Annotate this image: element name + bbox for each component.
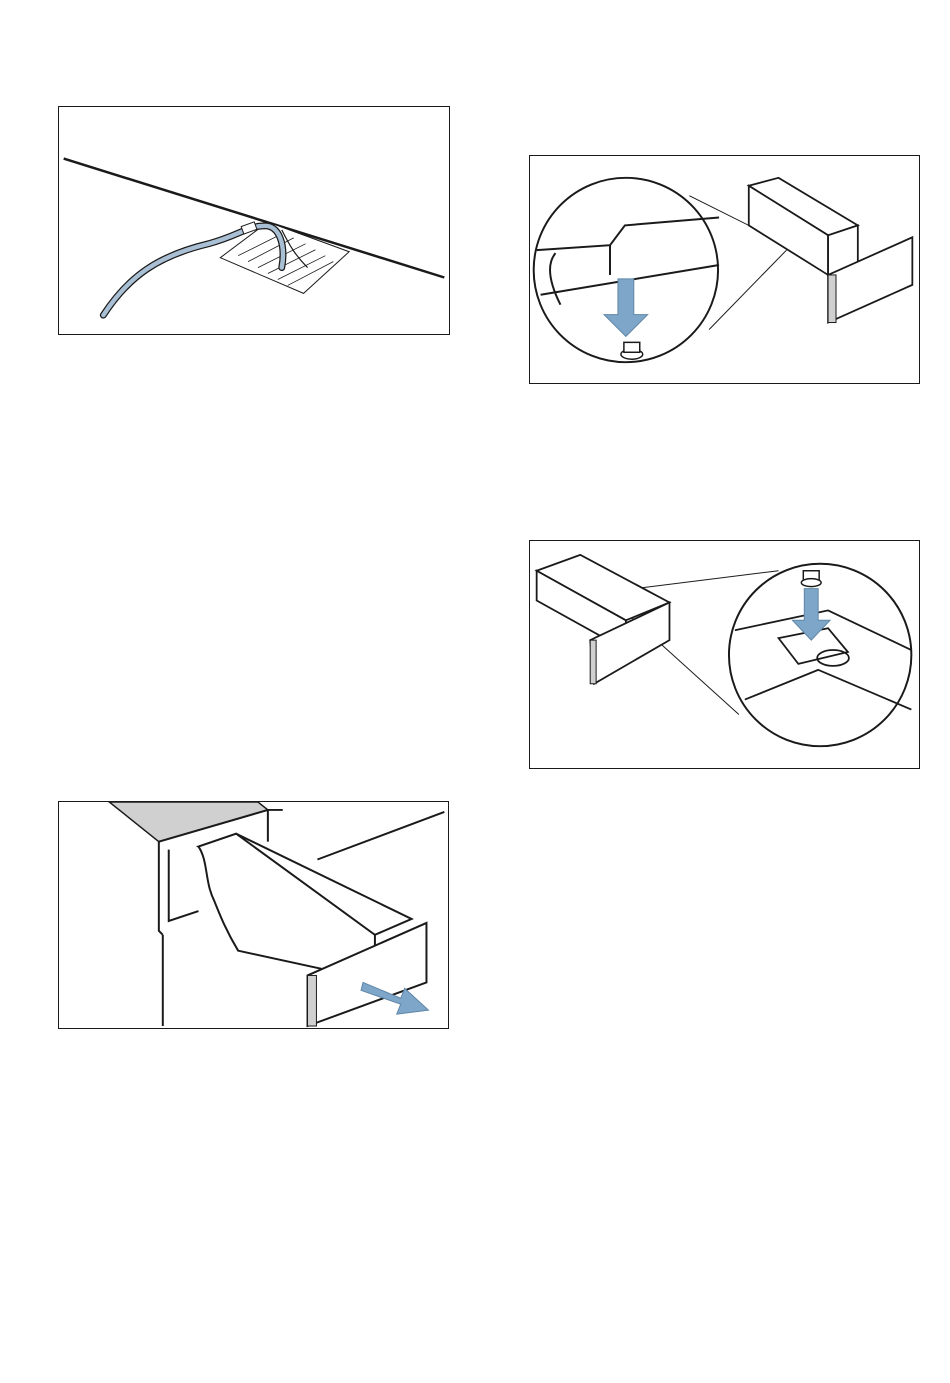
- figure-hose-on-grid: [58, 106, 450, 335]
- siphon-cap-detach-illustration: [530, 156, 919, 383]
- drawer-pull-out-illustration: [59, 802, 448, 1028]
- magnifier-circle: [729, 564, 911, 746]
- figure-siphon-cap-removal: [529, 155, 920, 384]
- siphon-cap-attach-illustration: [530, 541, 919, 768]
- drawer-front-edge: [308, 975, 317, 1026]
- siphon-cap-top: [624, 342, 640, 352]
- callout-leader-top: [620, 571, 779, 591]
- drawer-insert-left: [537, 555, 670, 684]
- siphon-cap: [801, 579, 821, 587]
- drain-hose-on-grid-illustration: [59, 107, 449, 334]
- figure-siphon-cap-fitting: [529, 540, 920, 769]
- figure-detergent-drawer-pull: [58, 801, 449, 1029]
- worktop-edge: [317, 812, 444, 860]
- drawer-front-edge: [590, 640, 596, 684]
- callout-leader-bottom: [709, 250, 786, 329]
- drawer-front-edge: [828, 275, 836, 323]
- machine-top-panel: [109, 802, 268, 842]
